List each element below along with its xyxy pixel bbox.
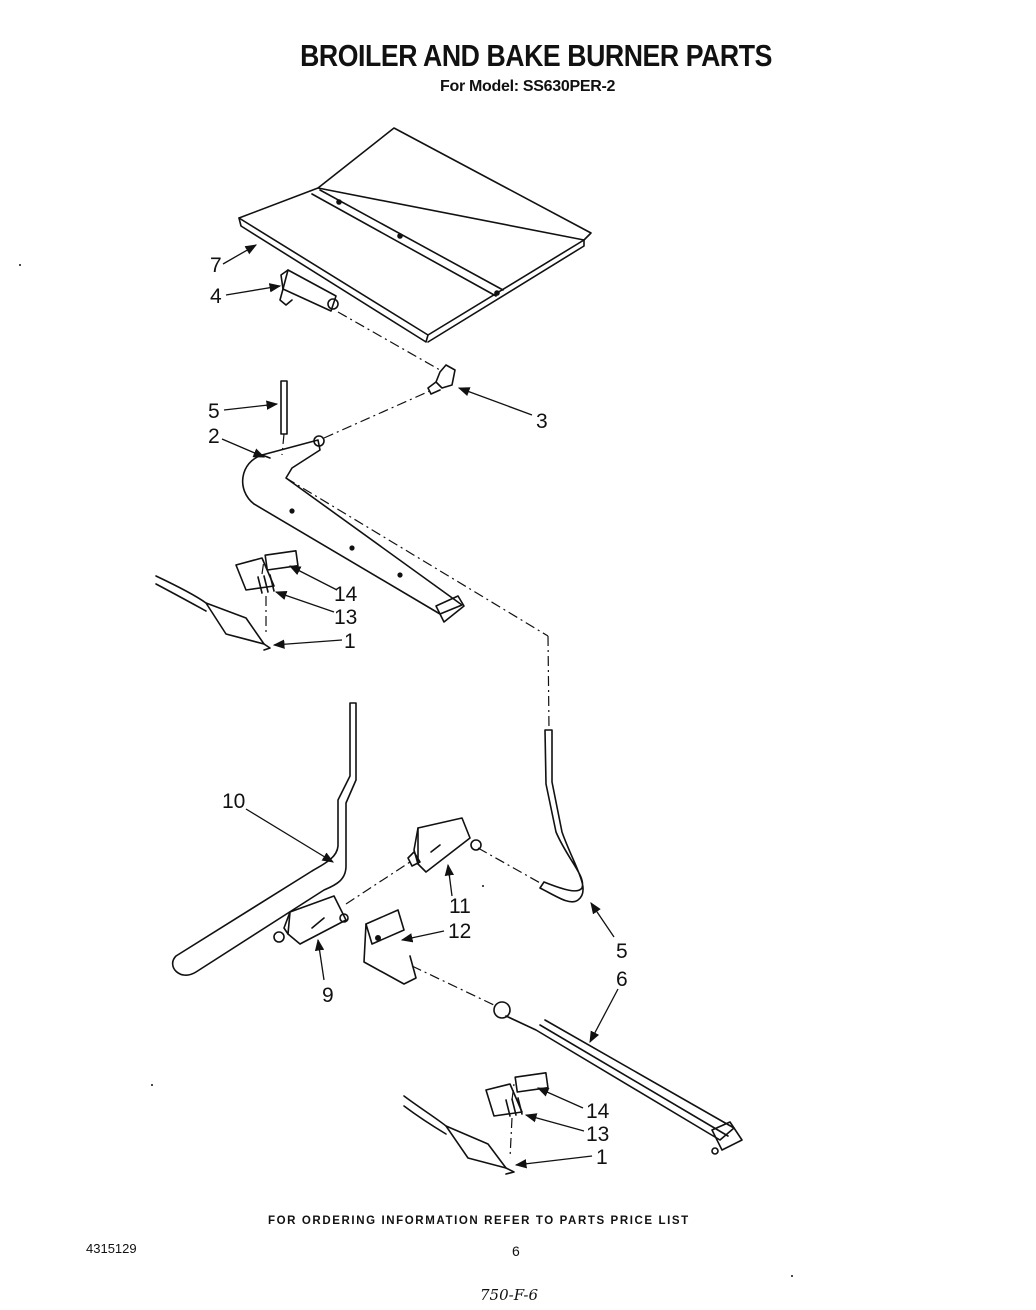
- valve-tube-part: [171, 702, 357, 976]
- mounting-bracket-part: [363, 909, 417, 985]
- handwritten-note: 750-F-6: [480, 1286, 539, 1304]
- callout-10: 10: [222, 790, 245, 813]
- tube-part-upper: [280, 380, 288, 435]
- scan-specks: [19, 264, 793, 1277]
- page-number: 6: [512, 1243, 520, 1259]
- callout-2: 2: [208, 425, 220, 448]
- valve-body-part-9: [273, 895, 349, 945]
- orifice-fitting-part: [279, 269, 339, 312]
- callout-1-lower: 1: [596, 1146, 608, 1169]
- callout-6: 6: [616, 968, 628, 991]
- assembly-guide-lines: [261, 311, 550, 1159]
- callout-9: 9: [322, 984, 334, 1007]
- callout-5-lower: 5: [616, 940, 628, 963]
- callout-5-upper: 5: [208, 400, 220, 423]
- callout-3: 3: [536, 410, 548, 433]
- elbow-fitting-part: [427, 364, 456, 395]
- callout-11: 11: [449, 895, 471, 918]
- valve-body-part-11: [407, 817, 482, 873]
- callout-14-upper: 14: [334, 583, 358, 606]
- callout-12: 12: [448, 920, 471, 943]
- callout-leaders: [221, 244, 619, 1169]
- igniter-assembly-lower: [403, 1072, 549, 1175]
- callout-7: 7: [210, 254, 222, 277]
- broiler-baffle-part: [238, 127, 592, 343]
- callout-13-upper: 13: [334, 606, 357, 629]
- document-number: 4315129: [86, 1241, 137, 1256]
- callout-4: 4: [210, 285, 222, 308]
- callout-labels: 7 4 3 5 2 14 13 1 10 11 12 5 6 9 14 13 1: [208, 254, 628, 1169]
- bake-burner-part: [493, 1001, 743, 1155]
- tube-part-lower: [539, 729, 584, 903]
- callout-14-lower: 14: [586, 1100, 610, 1123]
- callout-1-upper: 1: [344, 630, 356, 653]
- callout-13-lower: 13: [586, 1123, 609, 1146]
- page-title: BROILER AND BAKE BURNER PARTS: [300, 38, 772, 73]
- igniter-assembly-upper: [155, 550, 299, 651]
- model-subtitle: For Model: SS630PER-2: [440, 78, 616, 95]
- ordering-info-note: FOR ORDERING INFORMATION REFER TO PARTS …: [268, 1215, 690, 1227]
